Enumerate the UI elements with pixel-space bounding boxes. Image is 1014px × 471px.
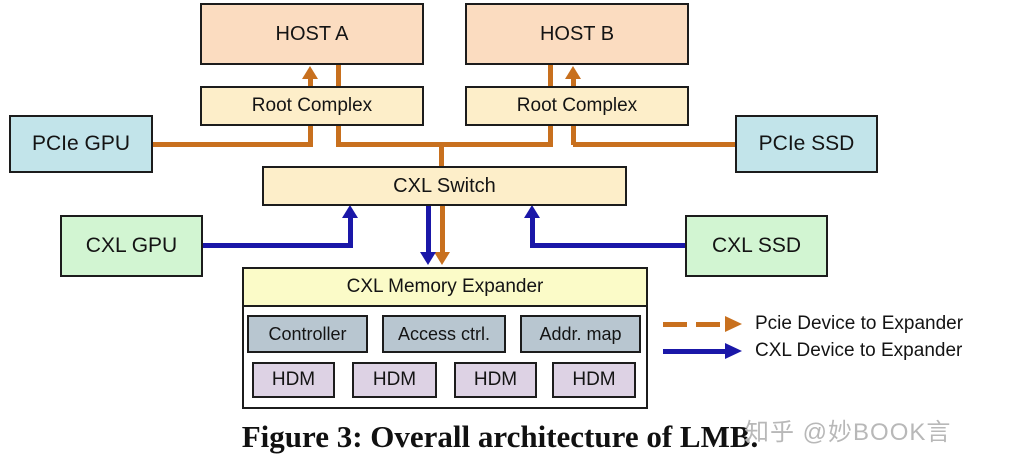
node-expander-title-band: CXL Memory Expander	[242, 267, 648, 307]
edge-switch-to-expander-pcie	[440, 204, 445, 254]
node-cxl-ssd-label: CXL SSD	[711, 234, 802, 257]
node-hdm-4-label: HDM	[572, 369, 616, 390]
legend-pcie-label: Pcie Device to Expander	[755, 313, 964, 334]
node-pcie-gpu-label: PCIe GPU	[31, 132, 131, 155]
node-root-complex-a: Root Complex	[200, 86, 424, 126]
node-cxl-switch-label: CXL Switch	[393, 174, 496, 197]
edge-rc-b-stub-right	[571, 124, 576, 145]
edge-host-b-to-rc-b	[548, 64, 553, 87]
node-pcie-ssd-label: PCIe SSD	[758, 132, 855, 155]
node-root-complex-b-label: Root Complex	[516, 95, 638, 116]
edge-cxl-gpu-vertical	[348, 218, 353, 248]
arrowhead-up-into-host-a	[302, 66, 318, 79]
node-hdm-3: HDM	[454, 362, 537, 398]
legend-pcie-arrowhead-icon	[725, 316, 742, 332]
node-addr-map: Addr. map	[520, 315, 641, 353]
node-host-a: HOST A	[200, 3, 424, 65]
node-host-a-label: HOST A	[275, 22, 349, 45]
edge-switch-to-expander-cxl	[426, 204, 431, 254]
edge-pcie-ssd-link	[573, 142, 735, 147]
node-access-ctrl: Access ctrl.	[382, 315, 506, 353]
edge-rc-b-to-host-b	[571, 76, 576, 87]
figure-caption: Figure 3: Overall architecture of LMB.	[241, 419, 759, 454]
edge-cxl-gpu-horizontal	[202, 243, 353, 248]
edge-rc-b-stub-left	[548, 124, 553, 147]
node-controller-label: Controller	[268, 323, 347, 344]
arrowhead-down-into-expander-pcie	[434, 252, 450, 265]
node-hdm-2-label: HDM	[372, 369, 417, 390]
edge-bus-to-switch	[439, 145, 444, 167]
node-controller: Controller	[247, 315, 368, 353]
edge-cxl-ssd-horizontal	[532, 243, 685, 248]
edge-pcie-gpu-link	[152, 142, 313, 147]
node-host-b-label: HOST B	[539, 22, 615, 45]
node-addr-map-label: Addr. map	[539, 323, 622, 344]
arrowhead-up-into-host-b	[565, 66, 581, 79]
arrowhead-down-into-expander-cxl	[420, 252, 436, 265]
node-root-complex-b: Root Complex	[465, 86, 689, 126]
legend-cxl-label: CXL Device to Expander	[755, 340, 963, 361]
watermark: 知乎 @妙BOOK言	[745, 419, 952, 446]
legend-cxl-line	[663, 349, 725, 354]
node-hdm-3-label: HDM	[473, 369, 518, 390]
node-cxl-ssd: CXL SSD	[685, 215, 828, 277]
node-pcie-gpu: PCIe GPU	[9, 115, 153, 173]
legend-pcie-dash-2	[696, 322, 720, 327]
node-hdm-1-label: HDM	[271, 369, 316, 390]
legend-pcie-dash-1	[663, 322, 687, 327]
edge-rc-a-stub-left	[308, 124, 313, 145]
node-root-complex-a-label: Root Complex	[251, 95, 373, 116]
node-host-b: HOST B	[465, 3, 689, 65]
node-cxl-switch: CXL Switch	[262, 166, 627, 206]
edge-rc-a-to-host-a	[308, 76, 313, 87]
arrowhead-up-into-switch-left	[342, 205, 358, 218]
node-pcie-ssd: PCIe SSD	[735, 115, 878, 173]
arrowhead-up-into-switch-right	[524, 205, 540, 218]
edge-cxl-ssd-vertical	[530, 218, 535, 248]
node-cxl-gpu: CXL GPU	[60, 215, 203, 277]
node-access-ctrl-label: Access ctrl.	[397, 323, 490, 344]
legend-cxl-arrowhead-icon	[725, 343, 742, 359]
edge-rc-a-stub-right	[336, 124, 341, 147]
node-hdm-1: HDM	[252, 362, 335, 398]
node-cxl-gpu-label: CXL GPU	[85, 234, 178, 257]
edge-center-bus	[336, 142, 553, 147]
node-hdm-4: HDM	[552, 362, 636, 398]
node-expander-title-label: CXL Memory Expander	[346, 276, 544, 297]
edge-host-a-to-rc-a	[336, 64, 341, 87]
node-hdm-2: HDM	[352, 362, 437, 398]
